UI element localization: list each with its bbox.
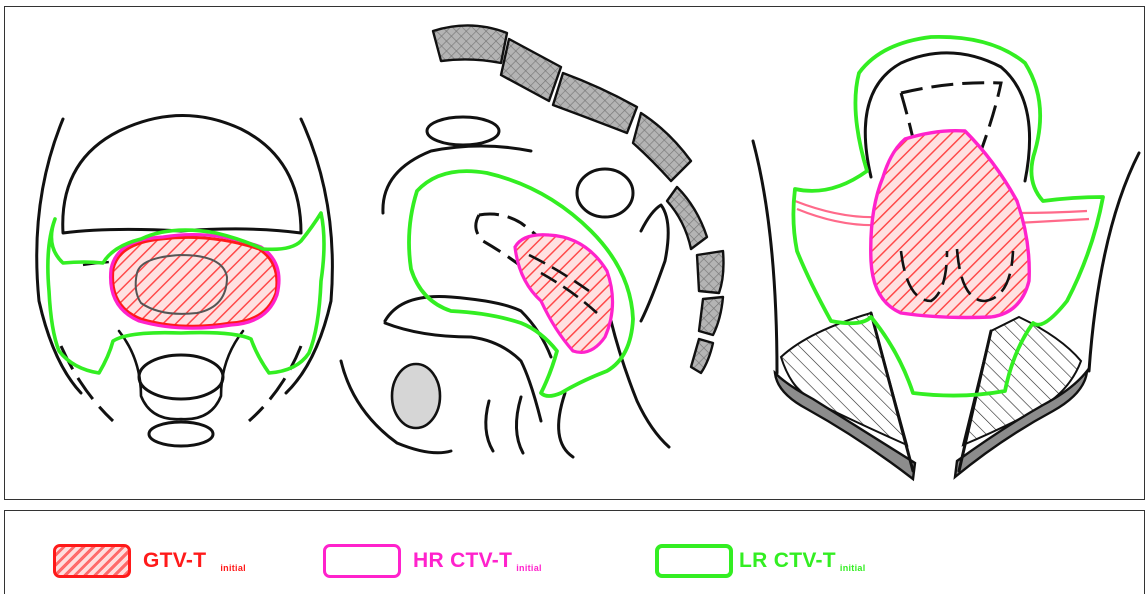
pubic-bone [392,364,440,428]
lr-ctv-swatch [655,544,733,578]
diagram-panel [4,6,1145,500]
rectum-outline [139,355,223,399]
bowel-loop [427,117,499,145]
bladder-outline [63,115,301,233]
coronal-gtv [871,131,1030,318]
hr-ctv-swatch [323,544,401,578]
coronal-view [753,37,1139,479]
gtv-swatch [53,544,131,578]
rectum-outline-sagittal [577,169,633,217]
axial-view [37,115,333,446]
sacrum-outline [149,422,213,446]
sagittal-view [341,25,724,457]
sagittal-gtv [515,235,613,353]
anatomy-figure [5,7,1145,501]
